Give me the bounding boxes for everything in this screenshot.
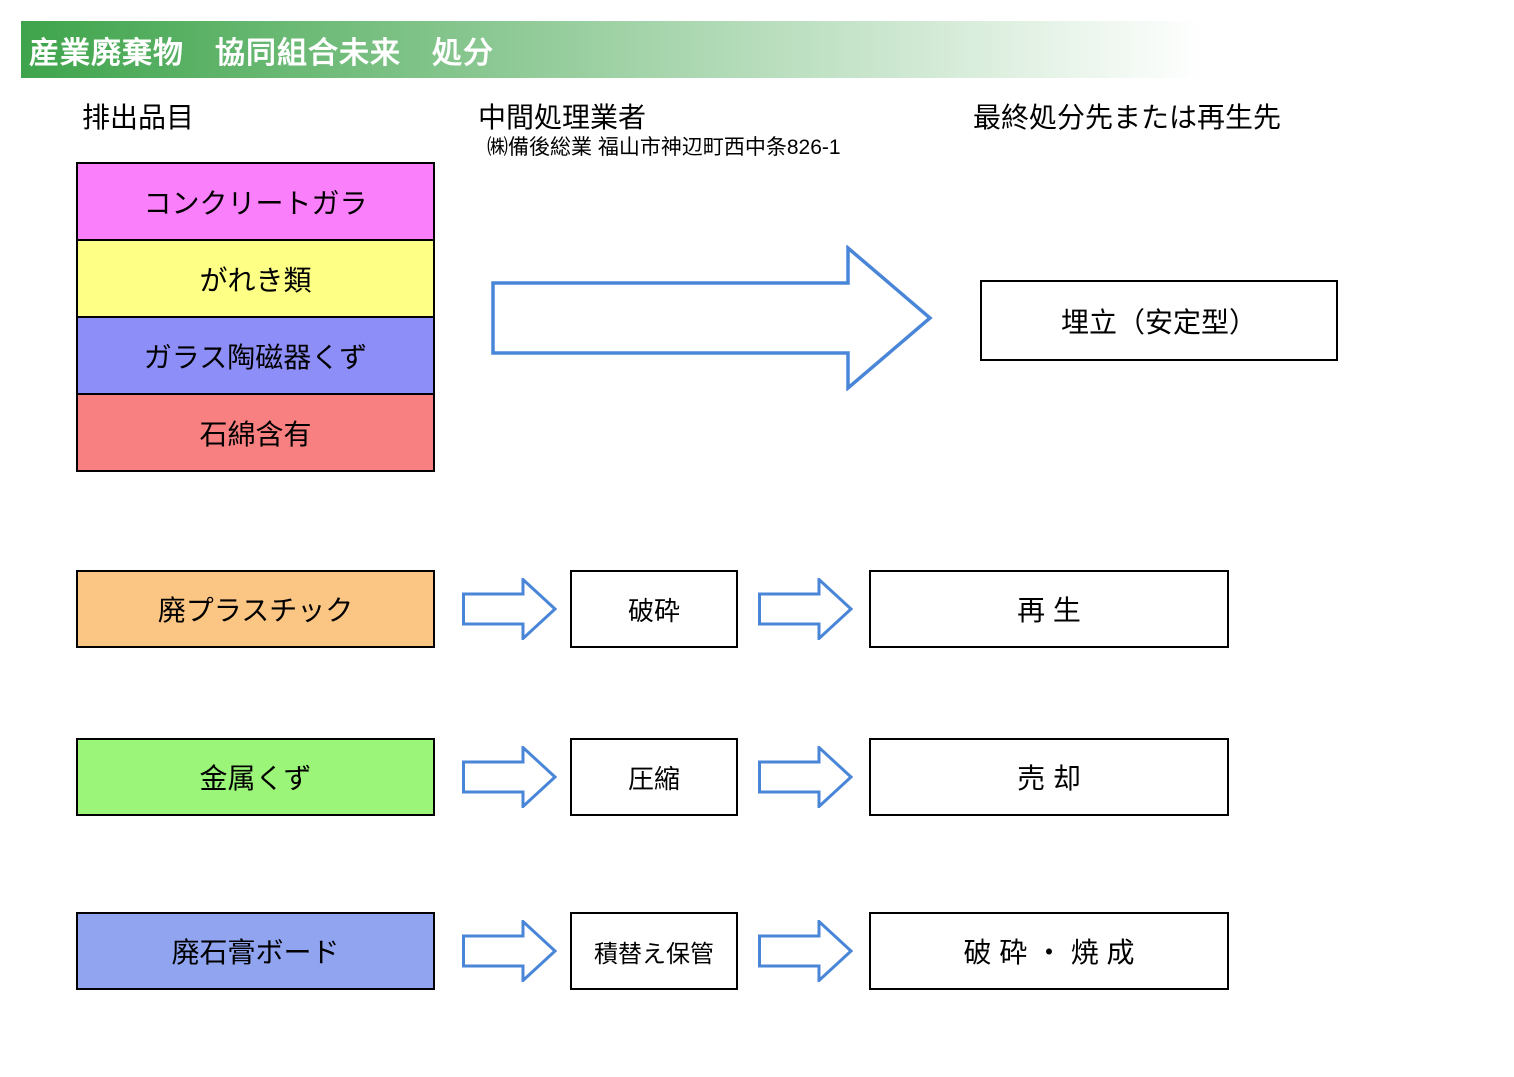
destination-label: 破 砕 ・ 焼 成 — [963, 937, 1135, 968]
right-arrow-icon — [462, 578, 557, 640]
right-arrow-icon — [758, 746, 853, 808]
stack-item-label: 石綿含有 — [199, 418, 312, 450]
process-box-transfer-storage: 積替え保管 — [570, 912, 738, 990]
source-box-plastics: 廃プラスチック — [76, 570, 435, 648]
source-label: 廃石膏ボード — [171, 937, 340, 968]
right-arrow-icon — [758, 920, 853, 982]
right-arrow-icon — [758, 578, 853, 640]
stack-item-label: コンクリートガラ — [143, 187, 368, 219]
destination-box-crush-calcine: 破 砕 ・ 焼 成 — [869, 912, 1229, 990]
source-box-metal: 金属くず — [76, 738, 435, 816]
destination-box-landfill: 埋立（安定型） — [980, 280, 1338, 361]
right-arrow-icon — [462, 746, 557, 808]
big-right-arrow-icon — [491, 245, 933, 391]
stack-item-label: ガラス陶磁器くず — [143, 341, 368, 373]
destination-label: 埋立（安定型） — [1060, 306, 1257, 338]
header-bar: 産業廃棄物 協同組合未来 処分 — [21, 21, 1240, 78]
process-box-crushing: 破砕 — [570, 570, 738, 648]
process-label: 積替え保管 — [594, 940, 714, 968]
stack-item-concrete: コンクリートガラ — [76, 162, 435, 241]
process-label: 圧縮 — [627, 763, 680, 794]
destination-box-recycle: 再 生 — [869, 570, 1229, 648]
process-box-compression: 圧縮 — [570, 738, 738, 816]
intermediate-company-address: ㈱備後総業 福山市神辺町西中条826-1 — [487, 136, 841, 159]
right-arrow-icon — [462, 920, 557, 982]
source-label: 廃プラスチック — [157, 595, 354, 626]
page-title: 産業廃棄物 協同組合未来 処分 — [29, 36, 494, 70]
destination-box-sale: 売 却 — [869, 738, 1229, 816]
stack-item-rubble: がれき類 — [76, 239, 435, 318]
stack-item-label: がれき類 — [199, 264, 312, 296]
destination-label: 売 却 — [1017, 763, 1081, 794]
column-header-source: 排出品目 — [82, 102, 195, 133]
source-box-gypsum: 廃石膏ボード — [76, 912, 435, 990]
waste-stack: コンクリートガラ がれき類 ガラス陶磁器くず 石綿含有 — [76, 162, 435, 472]
stack-item-glass-ceramics: ガラス陶磁器くず — [76, 316, 435, 395]
column-header-final: 最終処分先または再生先 — [973, 102, 1282, 133]
destination-label: 再 生 — [1017, 595, 1081, 626]
source-label: 金属くず — [199, 763, 312, 794]
stack-item-asbestos: 石綿含有 — [76, 393, 435, 472]
column-header-intermediate: 中間処理業者 — [478, 102, 647, 133]
process-label: 破砕 — [627, 595, 680, 626]
